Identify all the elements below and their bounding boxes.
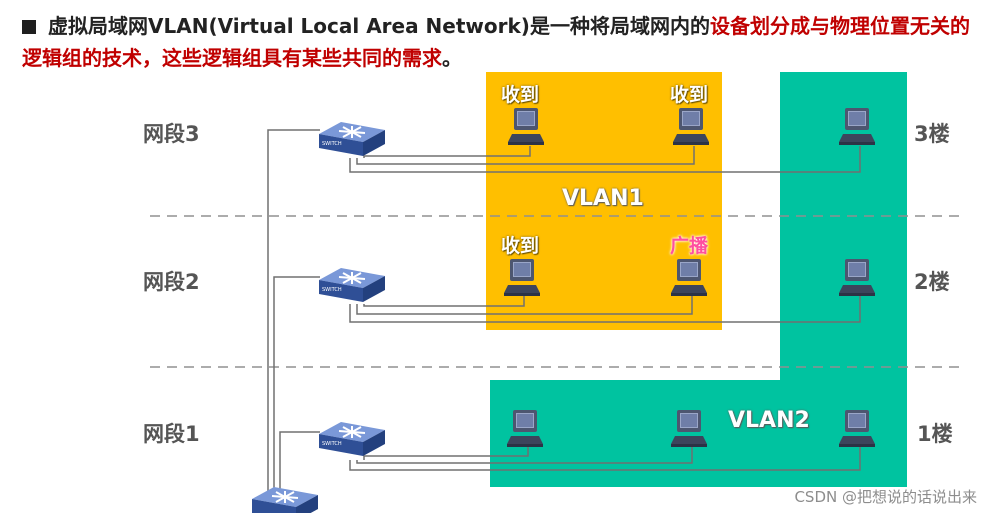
pc-tag-received: 收到: [670, 84, 709, 106]
switch-floor1: SWITCH: [318, 421, 386, 457]
cables: [267, 129, 861, 495]
vlan2-region: [490, 72, 907, 487]
title-end: 。: [442, 46, 462, 70]
vlan2-label: VLAN2: [728, 408, 810, 433]
floor-label-3: 3楼: [914, 122, 950, 146]
floor-label-1: 1楼: [917, 422, 953, 446]
title-highlight: 设备划分成与物理位置无关的逻辑组的技术，这些逻辑组具有某些共同的需求: [22, 14, 970, 70]
vlan1-label: VLAN1: [562, 186, 644, 211]
switch-label: SWITCH: [322, 441, 342, 447]
pc-tag-broadcast: 广播: [670, 235, 709, 257]
pc-tag-received: 收到: [501, 84, 540, 106]
switch-label: SWITCH: [322, 287, 342, 293]
switch-label: SWITCH: [322, 141, 342, 147]
switch-floor2: SWITCH: [318, 267, 386, 303]
pc-tag-received: 收到: [501, 235, 540, 257]
page-title: 虚拟局域网VLAN(Virtual Local Area Network)是一种…: [22, 10, 982, 74]
watermark: CSDN @把想说的话说出来: [794, 488, 977, 506]
switch-floor3: SWITCH: [318, 121, 386, 157]
segment-label-2: 网段2: [143, 270, 200, 294]
floor-label-2: 2楼: [914, 270, 950, 294]
title-text: 虚拟局域网VLAN(Virtual Local Area Network)是一种…: [48, 14, 710, 38]
switch-core: [251, 486, 319, 513]
segment-label-3: 网段3: [143, 122, 200, 146]
bullet-square-icon: [22, 20, 36, 34]
segment-label-1: 网段1: [143, 422, 200, 446]
